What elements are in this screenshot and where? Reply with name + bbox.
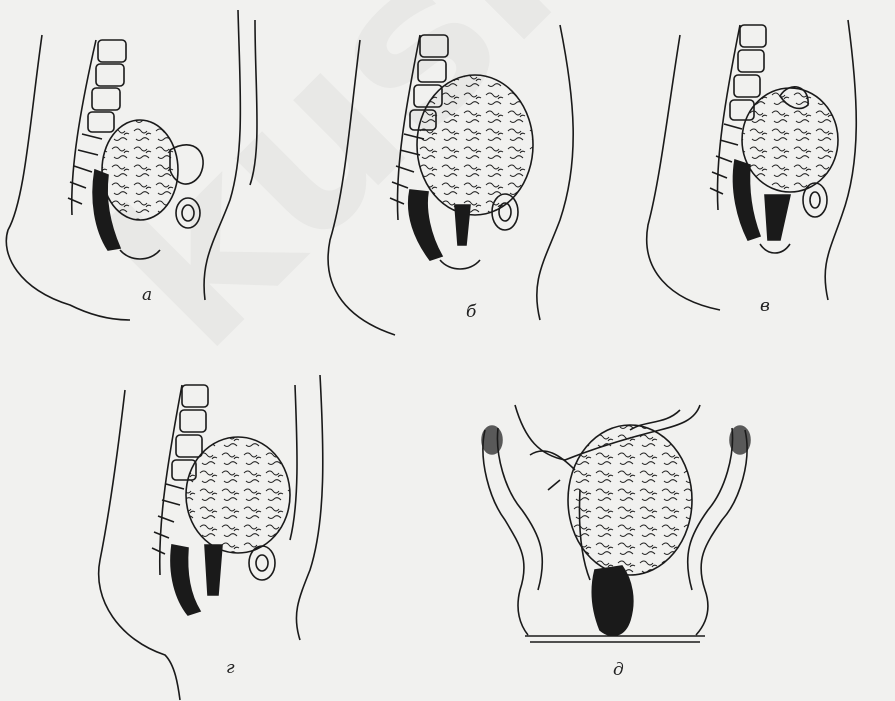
panel-v <box>647 20 857 310</box>
panel-label-a: а <box>142 285 152 305</box>
panel-d-vaginal-mass <box>592 566 633 635</box>
panel-g-back-contour <box>99 390 180 700</box>
panel-g <box>99 375 323 700</box>
panel-d-left-iliac-crest <box>482 426 502 454</box>
panel-label-g: г <box>226 658 235 678</box>
panel-b-uterus-tumor <box>417 75 533 215</box>
panel-d-right-pelvic-wall <box>696 430 747 635</box>
panel-label-v: в <box>760 296 770 316</box>
panel-b-vagina <box>455 205 470 245</box>
panel-d <box>482 405 750 642</box>
panel-label-d: д <box>613 660 624 680</box>
panel-b-front-contour <box>537 25 573 320</box>
panel-v-vagina <box>765 195 790 240</box>
panel-a-pubic-bone <box>176 198 200 228</box>
panel-g-uterus-tumor <box>186 437 290 553</box>
panel-a-uterus-tumor <box>102 120 178 220</box>
panel-label-b: б <box>466 302 476 322</box>
panel-v-pubic-bone <box>803 183 827 217</box>
panel-a-abdomen-line <box>250 20 257 185</box>
panel-b <box>328 25 573 335</box>
panel-v-uterus-tumor <box>742 88 838 192</box>
panel-a-front-contour <box>204 10 240 300</box>
panel-b-back-contour <box>328 40 395 335</box>
panel-g-rectum <box>171 545 200 615</box>
panel-a <box>6 10 257 320</box>
panel-b-rectum <box>409 190 442 260</box>
panel-d-right-iliac-crest <box>730 426 750 454</box>
panel-g-pubic-bone <box>249 546 275 580</box>
panel-d-left-pelvic-wall <box>483 430 528 635</box>
panel-g-front-contour <box>296 375 322 640</box>
panel-v-back-contour <box>647 35 720 310</box>
panel-d-uterus-tumor <box>568 425 692 575</box>
panel-g-vagina <box>205 545 222 595</box>
panel-d-left-adnexa <box>530 451 575 470</box>
panel-g-front-contour-2 <box>290 385 297 540</box>
